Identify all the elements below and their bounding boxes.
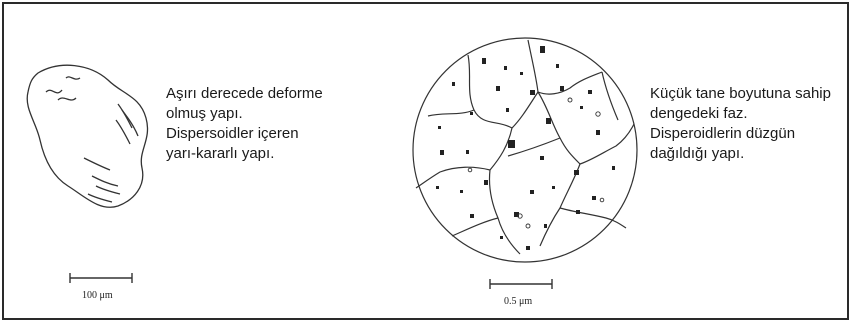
grain-boundary bbox=[490, 128, 512, 170]
dispersoid bbox=[568, 98, 572, 102]
caption-deformed-structure: Aşırı derecede deforme olmuş yapı. Dispe… bbox=[166, 84, 323, 164]
deformation-line bbox=[96, 186, 120, 194]
dispersoid bbox=[552, 186, 555, 189]
caption-line: olmuş yapı. bbox=[166, 104, 323, 124]
dispersoid bbox=[576, 210, 580, 214]
dispersoid bbox=[556, 64, 559, 68]
grain-boundary bbox=[512, 92, 538, 128]
deformation-line bbox=[118, 104, 132, 128]
dispersoid bbox=[596, 112, 600, 116]
caption-line: dağıldığı yapı. bbox=[650, 144, 831, 164]
dispersoid bbox=[580, 106, 583, 109]
dispersoid bbox=[466, 150, 469, 154]
dispersoid bbox=[544, 224, 547, 228]
scale-bar-right bbox=[490, 279, 552, 289]
dispersoid bbox=[438, 126, 441, 129]
dispersoid bbox=[520, 72, 523, 75]
dispersoid bbox=[588, 90, 592, 94]
grain-boundary bbox=[540, 164, 580, 246]
dispersoid bbox=[470, 214, 474, 218]
dispersoid bbox=[460, 190, 463, 193]
deformation-line bbox=[84, 158, 110, 170]
deformation-line bbox=[116, 120, 130, 144]
dispersoid bbox=[440, 150, 444, 155]
grain-boundary bbox=[580, 124, 634, 164]
dispersoid bbox=[506, 108, 509, 112]
dispersoid bbox=[530, 190, 534, 194]
deformation-line bbox=[92, 176, 118, 186]
dispersoid bbox=[452, 82, 455, 86]
caption-line: Dispersoidler içeren bbox=[166, 124, 323, 144]
grain-boundary bbox=[560, 208, 626, 228]
dispersoid bbox=[540, 46, 545, 53]
dispersoid bbox=[500, 236, 503, 239]
grain-network-boundary-circle bbox=[413, 38, 637, 262]
dispersoid bbox=[600, 198, 604, 202]
scale-label-left: 100 μm bbox=[82, 290, 113, 301]
scale-label-right: 0.5 μm bbox=[504, 296, 532, 307]
dispersoid bbox=[484, 180, 488, 185]
dispersoid bbox=[596, 130, 600, 135]
caption-equilibrium-phase: Küçük tane boyutuna sahip dengedeki faz.… bbox=[650, 84, 831, 164]
dispersoid bbox=[612, 166, 615, 170]
dispersoid bbox=[546, 118, 551, 124]
caption-line: dengedeki faz. bbox=[650, 104, 831, 124]
dispersoid bbox=[508, 140, 515, 148]
dispersoid bbox=[574, 170, 579, 175]
dispersoid bbox=[540, 156, 544, 160]
grain-boundary bbox=[602, 72, 618, 120]
deformation-line bbox=[46, 90, 62, 93]
dispersoid bbox=[470, 112, 473, 115]
dispersoid bbox=[526, 246, 530, 250]
caption-line: Disperoidlerin düzgün bbox=[650, 124, 831, 144]
deformation-line bbox=[66, 77, 80, 79]
grain-network-sketch bbox=[413, 38, 637, 262]
dispersoid bbox=[468, 168, 472, 172]
deformation-line bbox=[88, 194, 112, 202]
deformation-line bbox=[58, 98, 76, 100]
deformed-grain-sketch bbox=[27, 65, 147, 207]
dispersoid bbox=[436, 186, 439, 189]
deformed-grain-outline bbox=[27, 65, 147, 207]
dispersoid bbox=[496, 86, 500, 91]
grain-boundary bbox=[416, 167, 490, 188]
grain-boundary bbox=[538, 72, 602, 94]
grain-boundary bbox=[528, 40, 538, 92]
dispersoid bbox=[482, 58, 486, 64]
dispersoid-particles bbox=[436, 46, 615, 250]
grain-boundary bbox=[428, 110, 474, 116]
caption-line: Küçük tane boyutuna sahip bbox=[650, 84, 831, 104]
dispersoid bbox=[530, 90, 535, 95]
grain-boundary bbox=[468, 55, 512, 128]
grain-boundary bbox=[538, 92, 580, 164]
dispersoid bbox=[504, 66, 507, 70]
scale-bar-left bbox=[70, 273, 132, 283]
dispersoid bbox=[592, 196, 596, 200]
caption-line: Aşırı derecede deforme bbox=[166, 84, 323, 104]
dispersoid bbox=[526, 224, 530, 228]
grain-boundary bbox=[508, 138, 560, 156]
caption-line: yarı-kararlı yapı. bbox=[166, 144, 323, 164]
dispersoid bbox=[560, 86, 564, 91]
grain-boundary bbox=[452, 218, 498, 236]
